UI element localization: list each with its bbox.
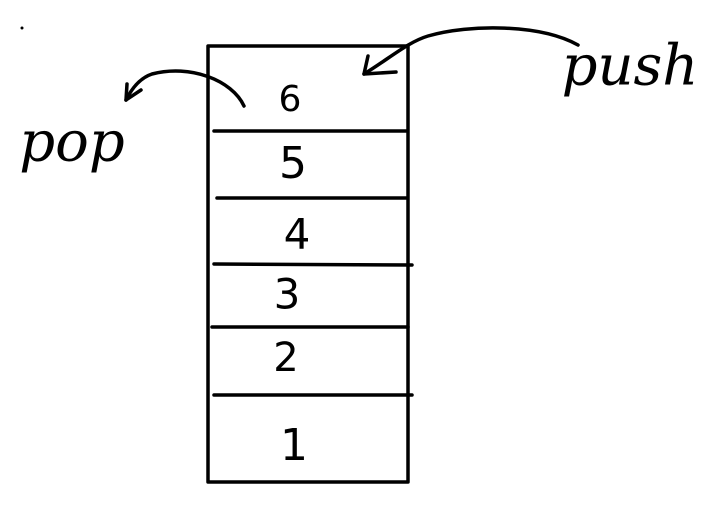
stack-item: 6 xyxy=(279,79,302,120)
stray-dot xyxy=(20,26,24,30)
stack-item: 5 xyxy=(279,138,307,189)
push-label: push xyxy=(562,34,699,99)
pop-label: pop xyxy=(19,110,124,175)
stack-item: 4 xyxy=(284,210,311,259)
pop-arrowhead xyxy=(124,82,143,102)
stack-item: 1 xyxy=(280,420,308,471)
push-arrowhead xyxy=(362,54,398,76)
stack-item: 3 xyxy=(274,270,301,319)
pop-arrow xyxy=(124,69,246,108)
push-arrow xyxy=(362,26,580,76)
stack-item: 2 xyxy=(273,335,298,381)
divider-line xyxy=(212,262,414,267)
